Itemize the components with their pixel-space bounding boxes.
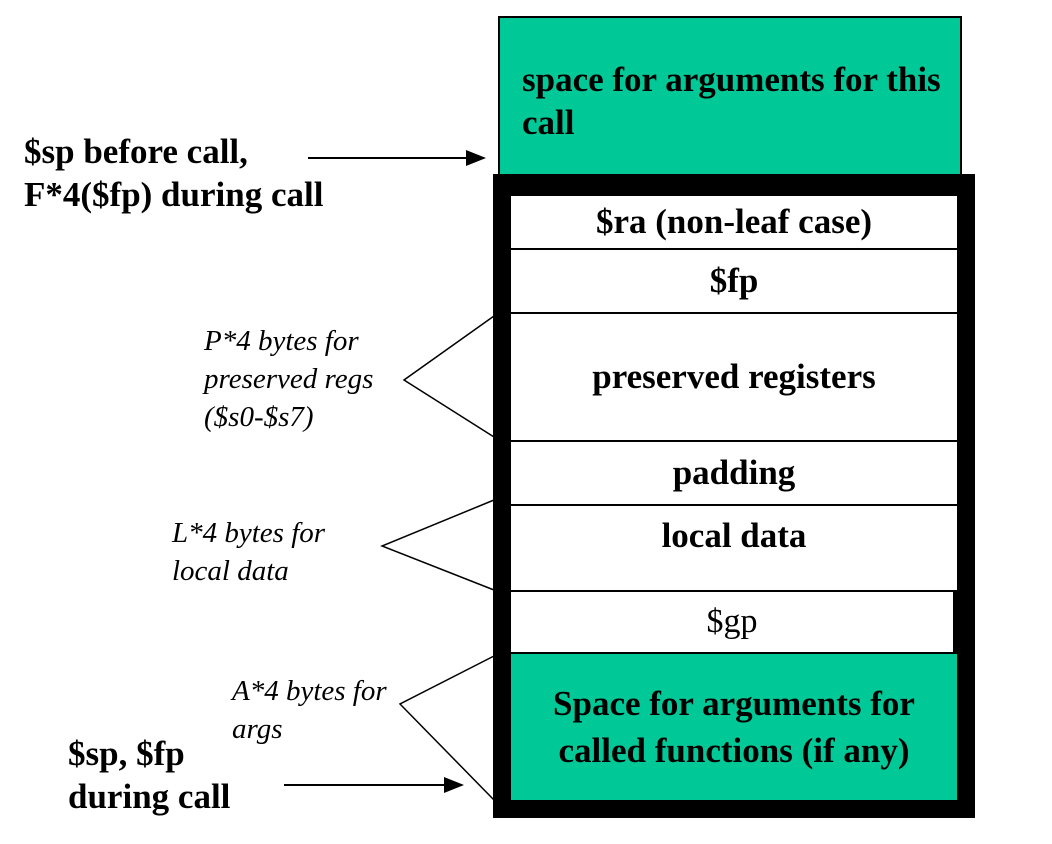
sp-fp-line2: during call	[68, 777, 231, 816]
gp-slot: $gp	[511, 592, 953, 652]
fp-slot: $fp	[511, 250, 957, 312]
sp-before-call-line1: $sp before call,	[24, 132, 248, 171]
local-size-line1: L*4 bytes for	[172, 517, 326, 549]
local-size-line2: local data	[172, 555, 289, 587]
sp-fp-line1: $sp, $fp	[68, 734, 185, 773]
args-size-line1: A*4 bytes for	[232, 675, 387, 707]
args-size-line2: args	[232, 713, 283, 745]
local-size-label: L*4 bytes for local data	[172, 514, 325, 590]
preserved-size-line1: P*4 bytes for	[204, 325, 359, 357]
preserved-size-line2: preserved regs	[204, 363, 374, 395]
padding-slot: padding	[511, 442, 957, 504]
sp-before-call-line2: F*4($fp) during call	[24, 175, 324, 214]
callee-args-label-line1: Space for arguments for	[553, 684, 915, 723]
caller-args-block: space for arguments for this call	[498, 16, 962, 176]
local-brace	[379, 499, 495, 591]
sp-fp-during-call-label: $sp, $fp during call	[68, 732, 230, 818]
preserved-registers-slot: preserved registers	[511, 314, 957, 440]
local-data-slot: local data	[511, 506, 957, 590]
callee-args-slot: Space for arguments for called functions…	[511, 654, 957, 800]
preserved-size-label: P*4 bytes for preserved regs ($s0-$s7)	[204, 322, 373, 436]
args-size-label: A*4 bytes for args	[232, 672, 387, 748]
preserved-brace	[402, 315, 495, 438]
args-brace	[398, 655, 495, 801]
caller-args-label: space for arguments for this call	[522, 60, 941, 142]
ra-slot: $ra (non-leaf case)	[511, 196, 957, 248]
stack-frame: $ra (non-leaf case) $fp preserved regist…	[493, 174, 975, 818]
sp-before-call-label: $sp before call, F*4($fp) during call	[24, 130, 323, 216]
callee-args-label-line2: called functions (if any)	[558, 731, 910, 770]
preserved-size-line3: ($s0-$s7)	[204, 401, 314, 433]
